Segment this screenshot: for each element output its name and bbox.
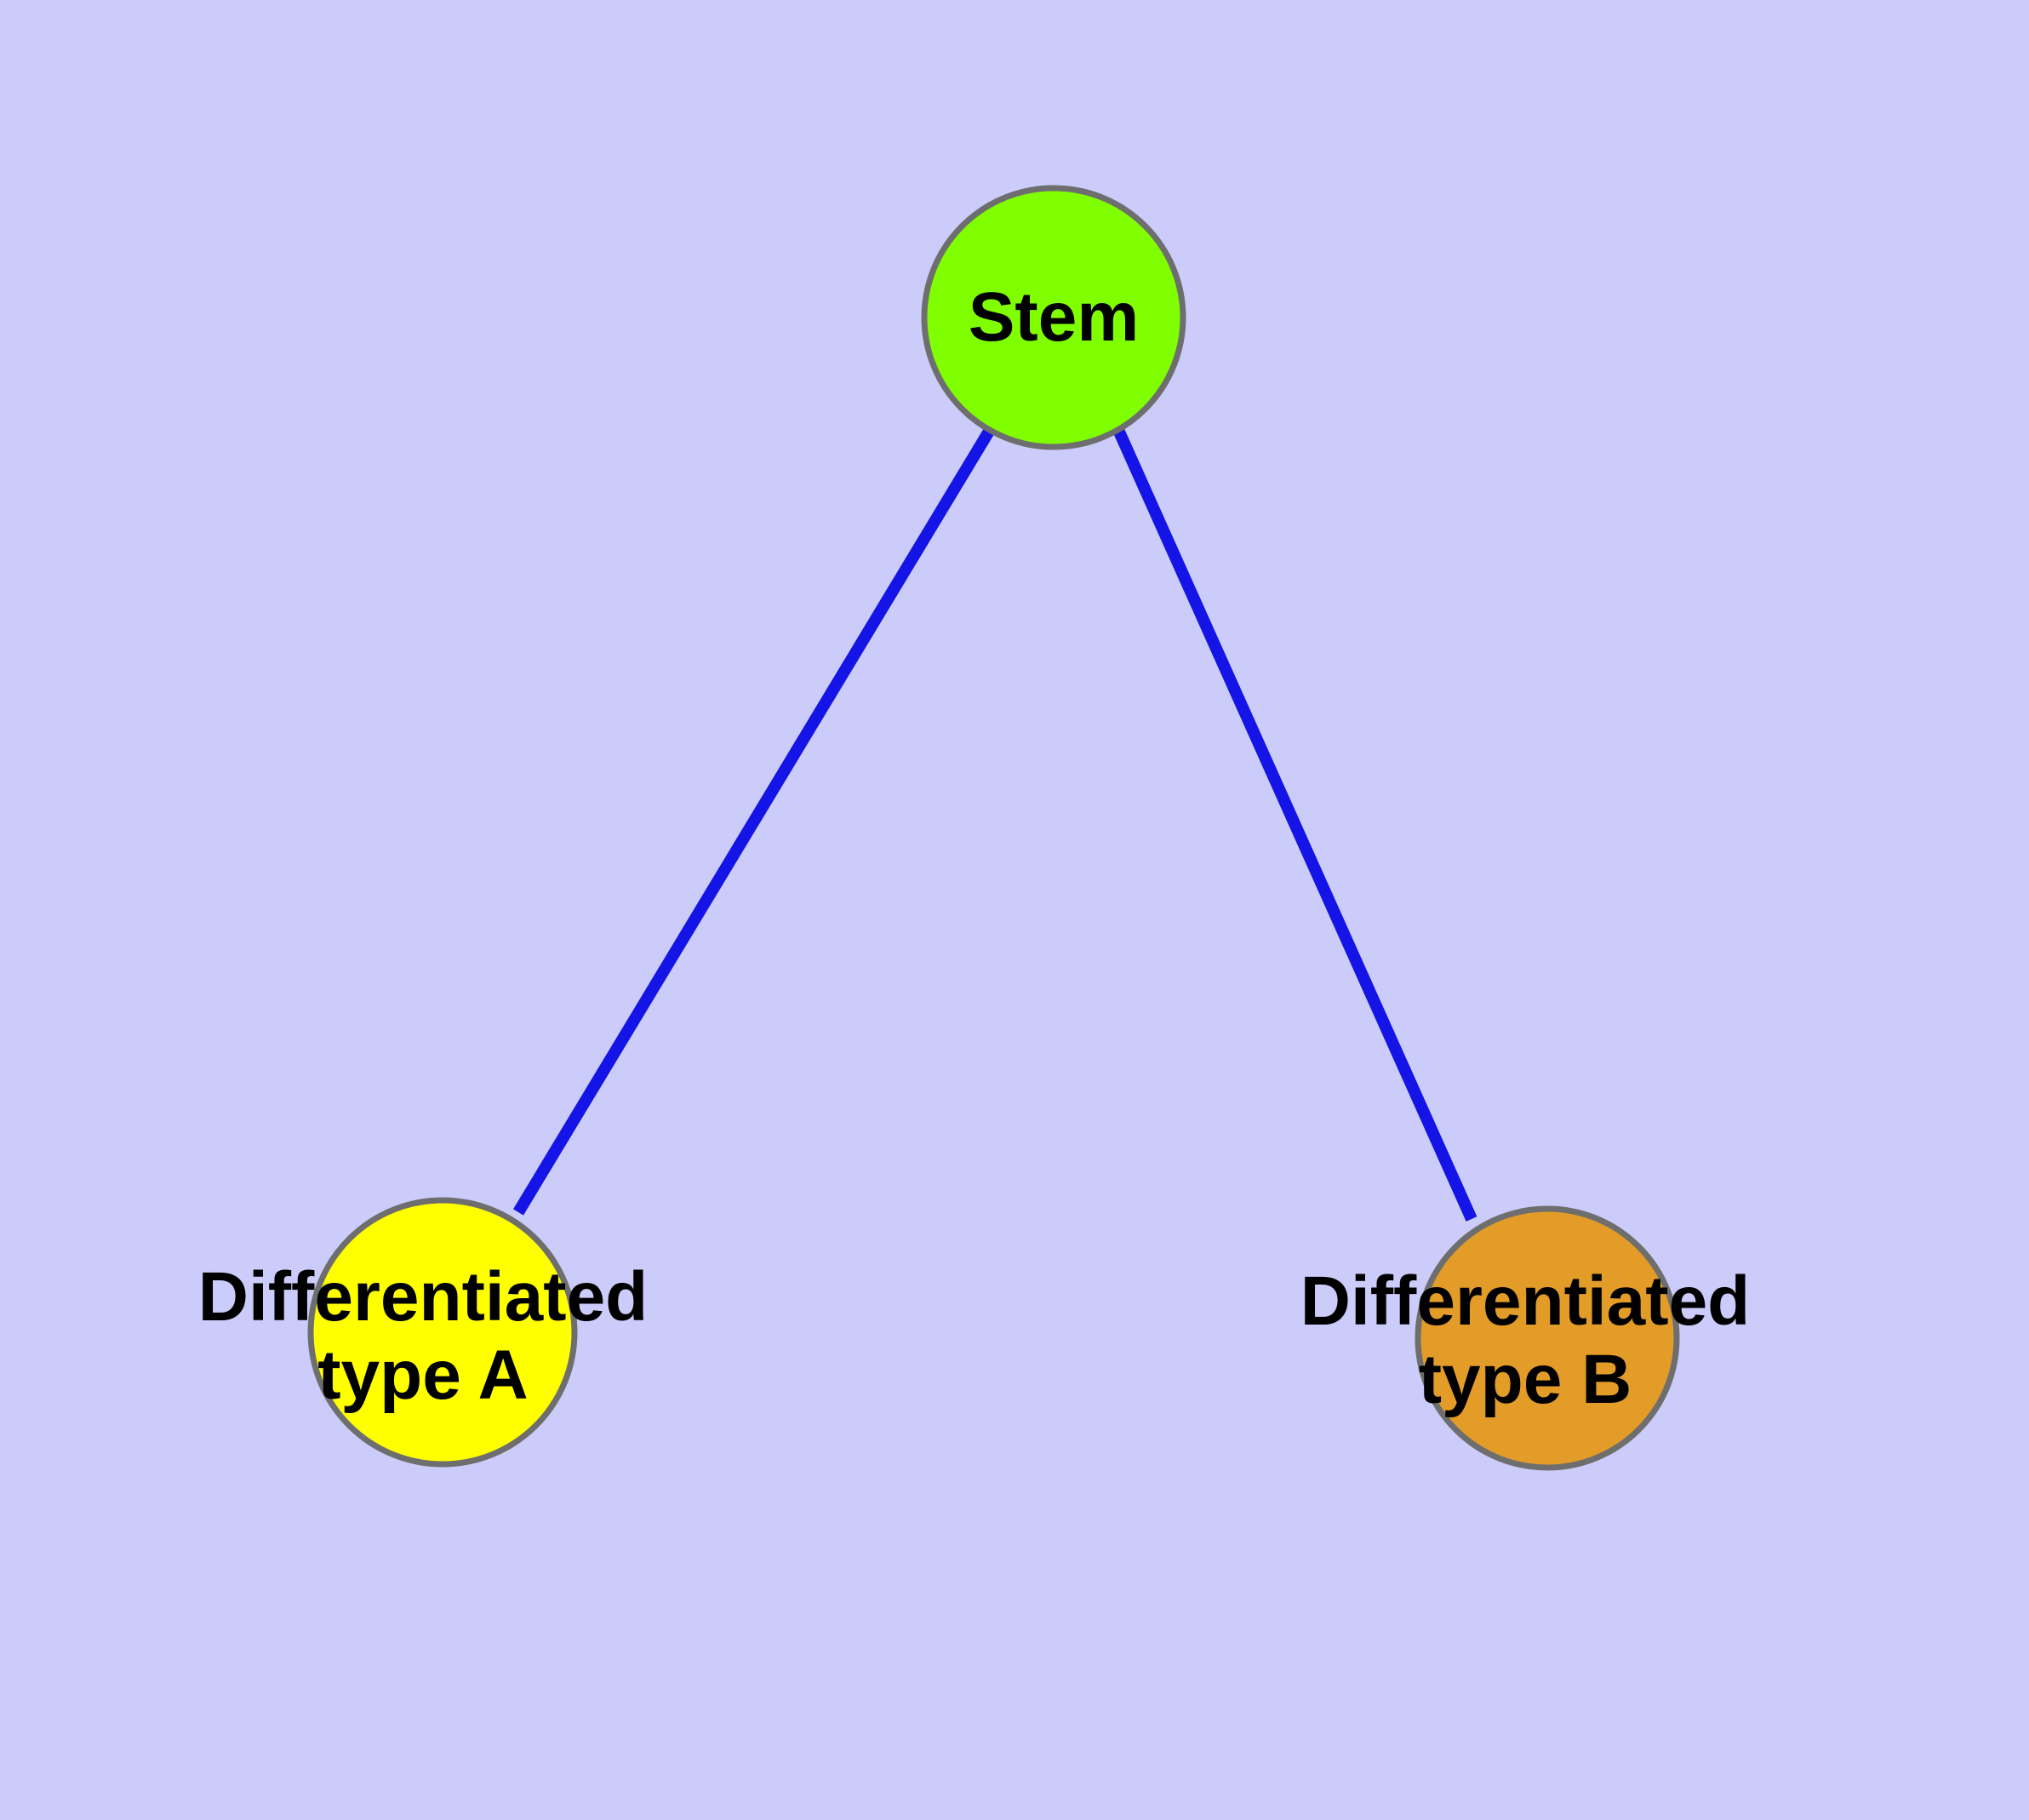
edge-layer bbox=[513, 426, 1477, 1222]
node-stem[interactable] bbox=[921, 185, 1186, 450]
edge-stem-to-differentiated-type-a[interactable] bbox=[513, 426, 995, 1216]
node-layer bbox=[307, 185, 1680, 1471]
edge-stem-to-differentiated-type-b[interactable] bbox=[1112, 427, 1477, 1222]
node-differentiated-type-a[interactable] bbox=[307, 1197, 578, 1468]
node-differentiated-type-b[interactable] bbox=[1415, 1205, 1680, 1471]
